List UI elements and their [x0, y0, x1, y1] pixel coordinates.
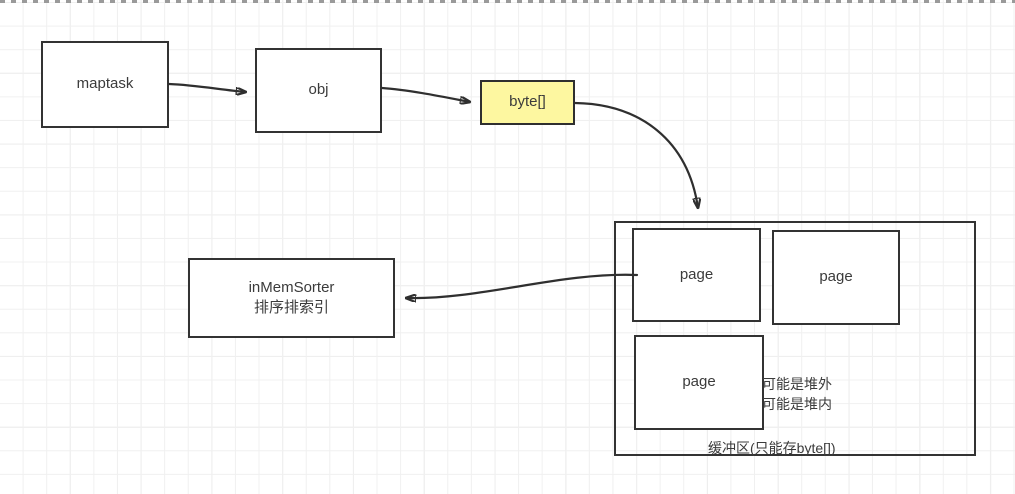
- node-byte-array[interactable]: byte[]: [480, 80, 575, 125]
- node-page-2[interactable]: page: [772, 230, 900, 325]
- node-page-3-label: page: [682, 373, 716, 391]
- canvas-top-ruler-edge: [0, 0, 1015, 3]
- caption-buffer: 缓冲区(只能存byte[]): [708, 440, 836, 456]
- edge-maptask-to-obj: [167, 82, 246, 92]
- edge-obj-to-byte-array: [380, 86, 470, 102]
- node-inmemsorter[interactable]: inMemSorter 排序排索引: [188, 258, 395, 338]
- annotation-heap-note: 可能是堆外 可能是堆内: [762, 376, 832, 413]
- node-byte-array-label: byte[]: [509, 93, 546, 111]
- node-page-2-label: page: [819, 268, 853, 286]
- node-maptask-label: maptask: [76, 75, 134, 93]
- node-maptask[interactable]: maptask: [41, 41, 169, 128]
- node-page-1[interactable]: page: [632, 228, 761, 322]
- container-buffer[interactable]: [614, 221, 976, 456]
- node-page-1-label: page: [679, 265, 714, 283]
- node-obj-label: obj: [308, 81, 329, 99]
- edge-byte-array-to-buffer: [573, 101, 698, 208]
- node-obj[interactable]: obj: [255, 48, 382, 133]
- node-page-3[interactable]: page: [634, 335, 764, 430]
- node-inmemsorter-label: inMemSorter 排序排索引: [248, 278, 335, 316]
- edge-page-to-inmemsorter: [404, 273, 639, 298]
